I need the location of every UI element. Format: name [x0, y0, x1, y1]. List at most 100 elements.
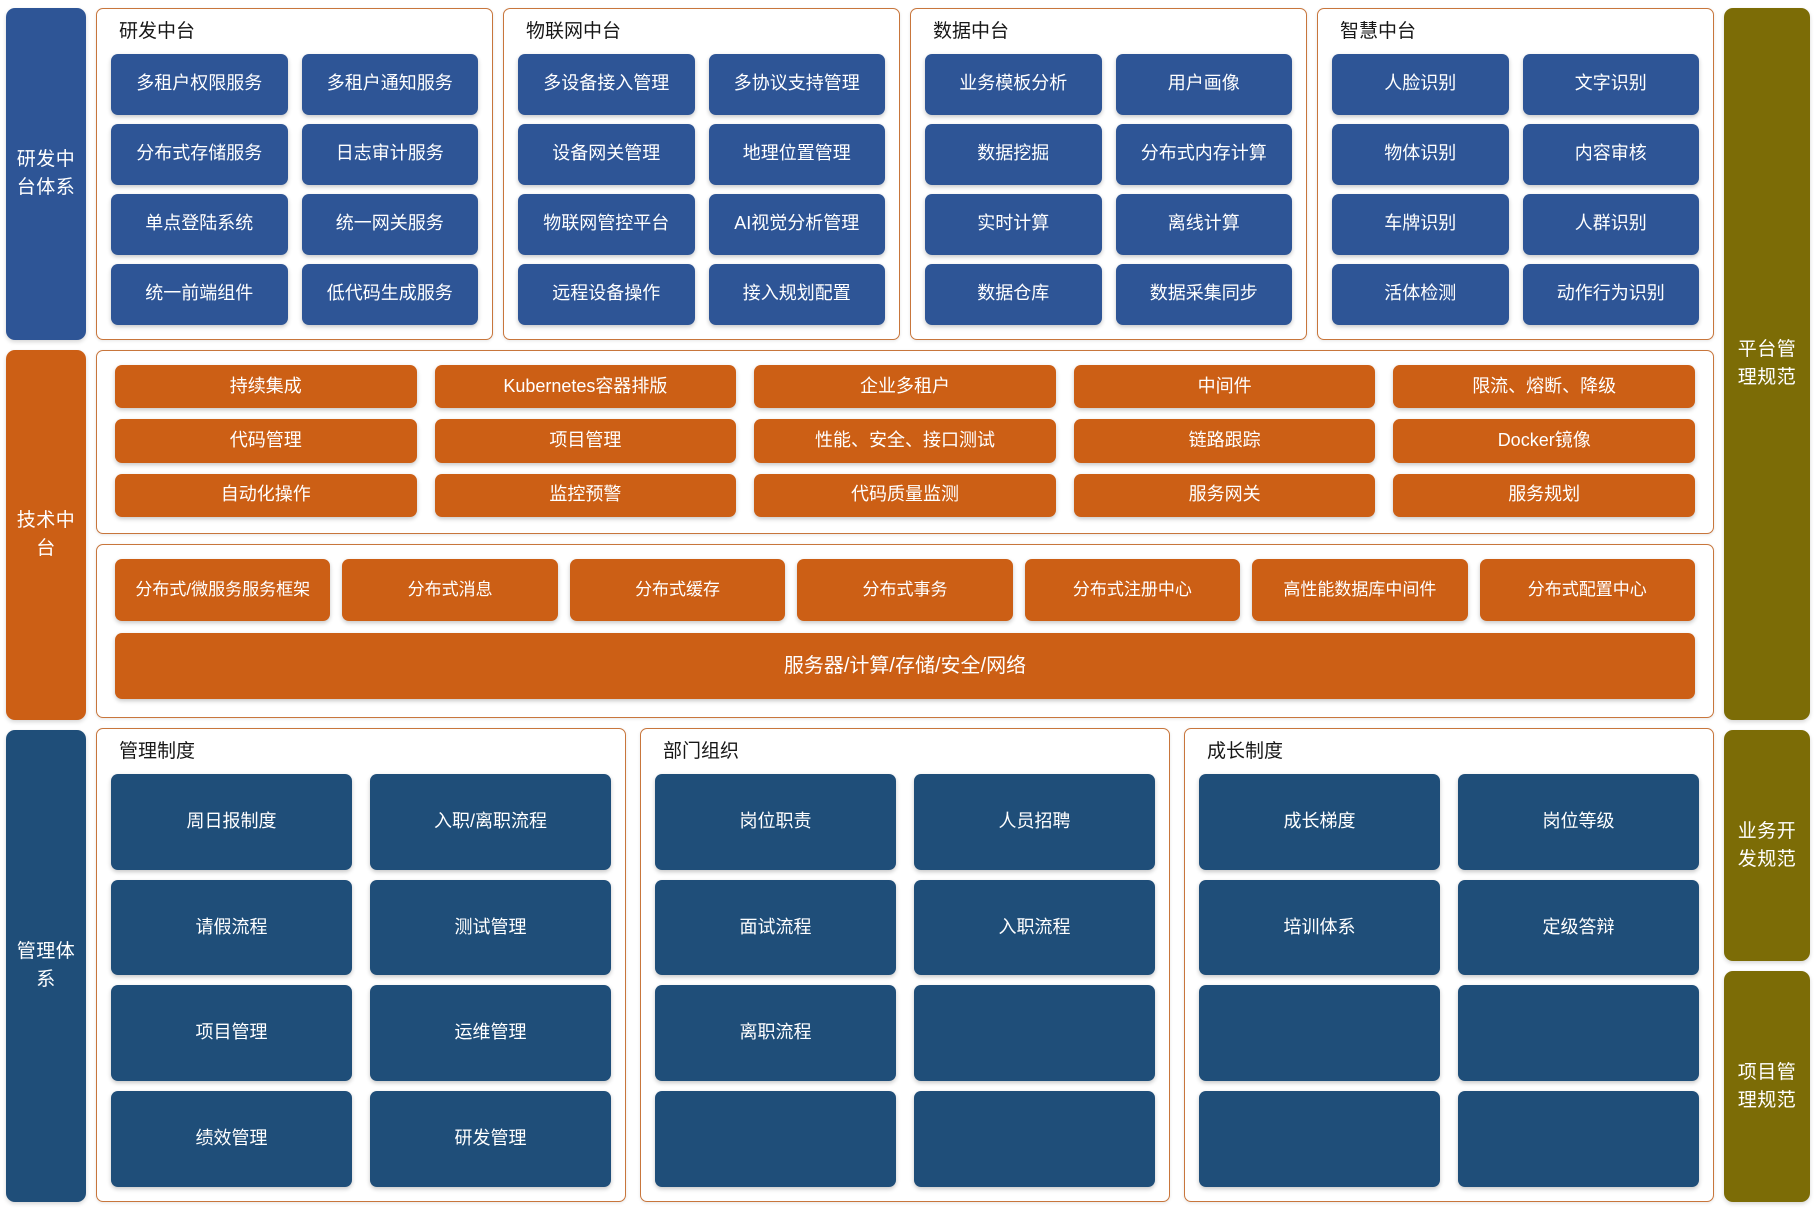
tile[interactable]: 地理位置管理 — [708, 123, 885, 185]
tile-grid: 周日报制度 入职/离职流程 请假流程 测试管理 项目管理 运维管理 绩效管理 研… — [111, 773, 611, 1187]
tile[interactable]: 中间件 — [1073, 365, 1376, 409]
rail-label-business-development-spec: 业务开发规范 — [1724, 730, 1810, 961]
tile[interactable]: 分布式配置中心 — [1479, 559, 1695, 621]
tile[interactable]: 测试管理 — [370, 879, 611, 976]
tile[interactable]: 面试流程 — [655, 879, 896, 976]
tile[interactable]: 持续集成 — [115, 365, 417, 409]
tile[interactable]: 数据采集同步 — [1115, 263, 1292, 325]
tile-grid: 多设备接入管理 多协议支持管理 设备网关管理 地理位置管理 物联网管控平台 AI… — [518, 53, 885, 325]
tile[interactable]: 入职/离职流程 — [370, 773, 611, 870]
tile[interactable]: 低代码生成服务 — [301, 263, 478, 325]
tile[interactable]: 分布式/微服务服务框架 — [115, 559, 331, 621]
tile[interactable]: 岗位等级 — [1458, 773, 1699, 870]
tile[interactable]: 分布式事务 — [797, 559, 1013, 621]
tile[interactable]: 代码管理 — [115, 419, 417, 463]
panel-title: 数据中台 — [933, 21, 1010, 42]
tile[interactable]: 周日报制度 — [111, 773, 352, 870]
tile-placeholder[interactable] — [655, 1091, 896, 1187]
tile[interactable]: 监控预警 — [434, 473, 737, 517]
tile[interactable]: 入职流程 — [914, 879, 1155, 976]
tile[interactable]: 分布式注册中心 — [1024, 559, 1241, 621]
tile[interactable]: 数据仓库 — [925, 263, 1102, 325]
tile[interactable]: 活体检测 — [1332, 263, 1509, 325]
tile[interactable]: 培训体系 — [1199, 879, 1440, 976]
tile[interactable]: 数据挖掘 — [925, 123, 1102, 185]
tile[interactable]: 岗位职责 — [655, 773, 896, 870]
tile[interactable]: 多设备接入管理 — [518, 53, 695, 115]
tile-grid: 岗位职责 人员招聘 面试流程 入职流程 离职流程 — [655, 773, 1155, 1187]
panel-title: 智慧中台 — [1340, 21, 1417, 42]
tile[interactable]: 绩效管理 — [111, 1091, 352, 1187]
bottom-management-row: 管理制度 周日报制度 入职/离职流程 请假流程 测试管理 项目管理 运维管理 绩… — [96, 728, 1714, 1202]
tile[interactable]: 高性能数据库中间件 — [1252, 559, 1468, 621]
tile[interactable]: 项目管理 — [111, 985, 352, 1082]
tile[interactable]: 日志审计服务 — [301, 123, 478, 185]
rail-label-platform-management-spec: 平台管理规范 — [1724, 8, 1810, 720]
tile[interactable]: 服务规划 — [1393, 473, 1695, 517]
tile[interactable]: 离职流程 — [655, 985, 896, 1082]
tile-placeholder[interactable] — [1458, 985, 1699, 1082]
tile[interactable]: 链路跟踪 — [1073, 419, 1376, 463]
tile[interactable]: 成长梯度 — [1199, 773, 1440, 870]
tile[interactable]: 设备网关管理 — [518, 123, 695, 185]
tile[interactable]: 统一网关服务 — [301, 193, 478, 255]
tile[interactable]: 性能、安全、接口测试 — [754, 419, 1056, 463]
tile[interactable]: 多协议支持管理 — [708, 53, 885, 115]
tile[interactable]: Kubernetes容器排版 — [434, 365, 737, 409]
tile[interactable]: 多租户权限服务 — [111, 53, 288, 115]
tile[interactable]: 自动化操作 — [115, 473, 417, 517]
tile[interactable]: 分布式缓存 — [569, 559, 786, 621]
tile[interactable]: 物联网管控平台 — [518, 193, 695, 255]
tile-placeholder[interactable] — [1199, 985, 1440, 1082]
rail-label-tech-platform: 技术中台 — [6, 350, 86, 720]
tile[interactable]: 研发管理 — [370, 1091, 611, 1187]
tile[interactable]: 项目管理 — [434, 419, 737, 463]
rail-label-management-system: 管理体系 — [6, 730, 86, 1202]
tile[interactable]: 业务模板分析 — [925, 53, 1102, 115]
tile[interactable]: 服务网关 — [1073, 473, 1376, 517]
tile[interactable]: 限流、熔断、降级 — [1393, 365, 1695, 409]
tile-grid: 业务模板分析 用户画像 数据挖掘 分布式内存计算 实时计算 离线计算 数据仓库 … — [925, 53, 1292, 325]
tile[interactable]: 人脸识别 — [1332, 53, 1509, 115]
panel-devops-capabilities: 持续集成 Kubernetes容器排版 企业多租户 中间件 限流、熔断、降级 代… — [96, 350, 1714, 534]
panel-management-rules: 管理制度 周日报制度 入职/离职流程 请假流程 测试管理 项目管理 运维管理 绩… — [96, 728, 626, 1202]
tile[interactable]: 接入规划配置 — [708, 263, 885, 325]
tile[interactable]: 统一前端组件 — [111, 263, 288, 325]
tile-placeholder[interactable] — [914, 1091, 1155, 1187]
tile[interactable]: 定级答辩 — [1458, 879, 1699, 976]
tile[interactable]: 人员招聘 — [914, 773, 1155, 870]
panel-title: 研发中台 — [119, 21, 196, 42]
tile[interactable]: 企业多租户 — [754, 365, 1056, 409]
tile-grid: 分布式/微服务服务框架 分布式消息 分布式缓存 分布式事务 分布式注册中心 高性… — [115, 559, 1695, 621]
tile-placeholder[interactable] — [1458, 1091, 1699, 1187]
panel-ai-platform: 智慧中台 人脸识别 文字识别 物体识别 内容审核 车牌识别 人群识别 活体检测 … — [1317, 8, 1714, 340]
tile[interactable]: Docker镜像 — [1393, 419, 1695, 463]
tile-grid: 人脸识别 文字识别 物体识别 内容审核 车牌识别 人群识别 活体检测 动作行为识… — [1332, 53, 1699, 325]
tile[interactable]: 离线计算 — [1115, 193, 1292, 255]
top-platform-row: 研发中台 多租户权限服务 多租户通知服务 分布式存储服务 日志审计服务 单点登陆… — [96, 8, 1714, 340]
tile-grid: 持续集成 Kubernetes容器排版 企业多租户 中间件 限流、熔断、降级 代… — [115, 365, 1695, 517]
tile[interactable]: 单点登陆系统 — [111, 193, 288, 255]
tile[interactable]: 实时计算 — [925, 193, 1102, 255]
tile[interactable]: 分布式存储服务 — [111, 123, 288, 185]
tile[interactable]: 代码质量监测 — [754, 473, 1056, 517]
tile[interactable]: 文字识别 — [1522, 53, 1699, 115]
tile[interactable]: 车牌识别 — [1332, 193, 1509, 255]
tile[interactable]: 人群识别 — [1522, 193, 1699, 255]
tile-server-compute-storage-security-network[interactable]: 服务器/计算/存储/安全/网络 — [115, 633, 1695, 699]
tile-placeholder[interactable] — [914, 985, 1155, 1082]
tile[interactable]: 多租户通知服务 — [301, 53, 478, 115]
tile[interactable]: 远程设备操作 — [518, 263, 695, 325]
tile[interactable]: 物体识别 — [1332, 123, 1509, 185]
tile[interactable]: 分布式消息 — [342, 559, 558, 621]
tile[interactable]: 分布式内存计算 — [1115, 123, 1292, 185]
tile[interactable]: 请假流程 — [111, 879, 352, 976]
panel-iot-platform: 物联网中台 多设备接入管理 多协议支持管理 设备网关管理 地理位置管理 物联网管… — [503, 8, 900, 340]
tile[interactable]: 用户画像 — [1115, 53, 1292, 115]
tile[interactable]: 动作行为识别 — [1522, 263, 1699, 325]
tile[interactable]: 运维管理 — [370, 985, 611, 1082]
tile[interactable]: 内容审核 — [1522, 123, 1699, 185]
tile-placeholder[interactable] — [1199, 1091, 1440, 1187]
panel-department-organization: 部门组织 岗位职责 人员招聘 面试流程 入职流程 离职流程 — [640, 728, 1170, 1202]
tile[interactable]: AI视觉分析管理 — [708, 193, 885, 255]
